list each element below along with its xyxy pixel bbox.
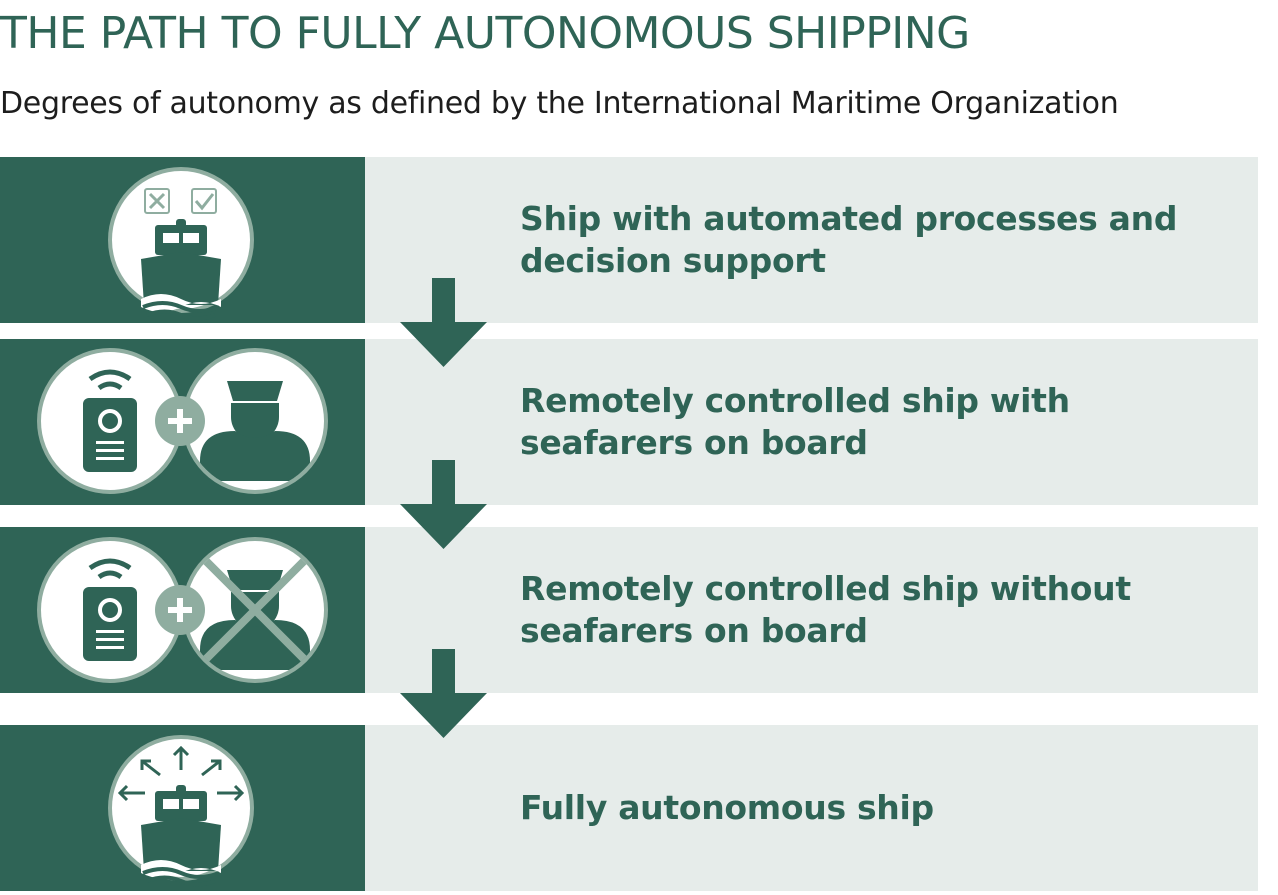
arrow-down-icon [400,649,487,738]
step-label: Remotely controlled ship without seafare… [520,569,1131,650]
step-4: Fully autonomous ship [0,725,1258,891]
ship-checklist-icon [108,167,254,321]
step-2: Remotely controlled ship with seafarers … [0,339,1258,505]
step-label: Remotely controlled ship with seafarers … [520,381,1070,462]
arrow-down-icon [400,460,487,549]
step-1: Ship with automated processes and decisi… [0,157,1258,323]
autonomous-ship-icon [108,735,254,887]
arrow-down-icon [400,278,487,367]
step-label: Ship with automated processes and decisi… [520,199,1178,280]
remote-plus-captain-icon [37,348,328,494]
step-3: Remotely controlled ship without seafare… [0,527,1258,693]
page-title: THE PATH TO FULLY AUTONOMOUS SHIPPING [0,8,970,59]
page-subtitle: Degrees of autonomy as defined by the In… [0,86,1119,121]
remote-plus-no-captain-icon [37,537,328,683]
step-label: Fully autonomous ship [520,788,934,827]
